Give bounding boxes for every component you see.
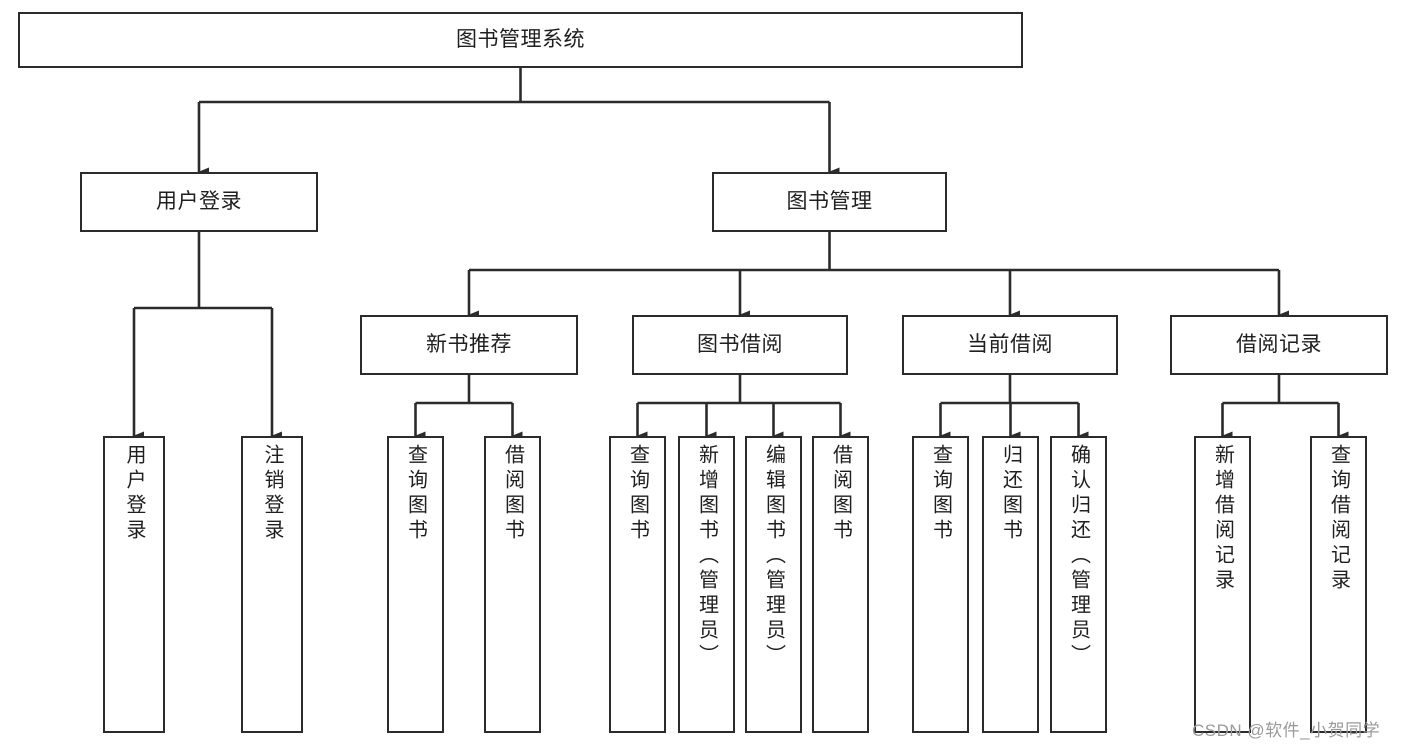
node-borrowing-record[interactable]: 借阅记录 <box>1170 315 1388 375</box>
node-leaf-logout[interactable]: 注销登录 <box>241 436 303 733</box>
node-leaf-query-book-current[interactable]: 查询图书 <box>912 436 969 733</box>
node-book-management-system[interactable]: 图书管理系统 <box>18 12 1023 68</box>
node-label: 用户登录 <box>123 444 145 544</box>
node-label: 借阅图书 <box>501 444 524 544</box>
node-leaf-edit-book-admin[interactable]: 编辑图书（管理员） <box>745 436 802 733</box>
node-label: 查询图书 <box>404 444 427 544</box>
node-label: 查询图书 <box>626 444 649 544</box>
node-book-borrowing[interactable]: 图书借阅 <box>632 315 848 375</box>
node-label: 新增借阅记录 <box>1211 444 1234 594</box>
node-current-borrowing[interactable]: 当前借阅 <box>902 315 1118 375</box>
node-leaf-user-login[interactable]: 用户登录 <box>103 436 165 733</box>
node-label: 图书借阅 <box>697 332 783 356</box>
node-label: 当前借阅 <box>967 332 1053 356</box>
node-leaf-query-book-borrow[interactable]: 查询图书 <box>609 436 666 733</box>
node-leaf-add-book-admin[interactable]: 新增图书（管理员） <box>678 436 735 733</box>
node-label: 图书管理系统 <box>456 27 585 51</box>
watermark-text: CSDN @软件_小贺同学 <box>1192 721 1381 740</box>
node-label: 新书推荐 <box>426 332 512 356</box>
node-leaf-confirm-return-admin[interactable]: 确认归还（管理员） <box>1050 436 1107 733</box>
node-leaf-query-borrow-record[interactable]: 查询借阅记录 <box>1310 436 1367 733</box>
node-leaf-return-book[interactable]: 归还图书 <box>982 436 1039 733</box>
node-label: 新增图书（管理员） <box>695 444 718 669</box>
node-book-management[interactable]: 图书管理 <box>712 172 947 232</box>
node-leaf-borrow-book[interactable]: 借阅图书 <box>812 436 869 733</box>
node-leaf-query-book-recommend[interactable]: 查询图书 <box>387 436 444 733</box>
node-label: 归还图书 <box>999 444 1022 544</box>
node-label: 查询借阅记录 <box>1327 444 1350 594</box>
node-label: 借阅记录 <box>1236 332 1322 356</box>
node-label: 查询图书 <box>929 444 952 544</box>
node-label: 借阅图书 <box>829 444 852 544</box>
node-new-book-recommendation[interactable]: 新书推荐 <box>360 315 578 375</box>
node-leaf-borrow-book-recommend[interactable]: 借阅图书 <box>484 436 541 733</box>
node-label: 确认归还（管理员） <box>1067 444 1090 669</box>
node-label: 注销登录 <box>261 444 283 544</box>
node-user-login[interactable]: 用户登录 <box>80 172 318 232</box>
node-leaf-add-borrow-record[interactable]: 新增借阅记录 <box>1194 436 1251 733</box>
node-label: 用户登录 <box>156 189 242 213</box>
node-label: 编辑图书（管理员） <box>762 444 785 669</box>
node-label: 图书管理 <box>786 189 873 213</box>
